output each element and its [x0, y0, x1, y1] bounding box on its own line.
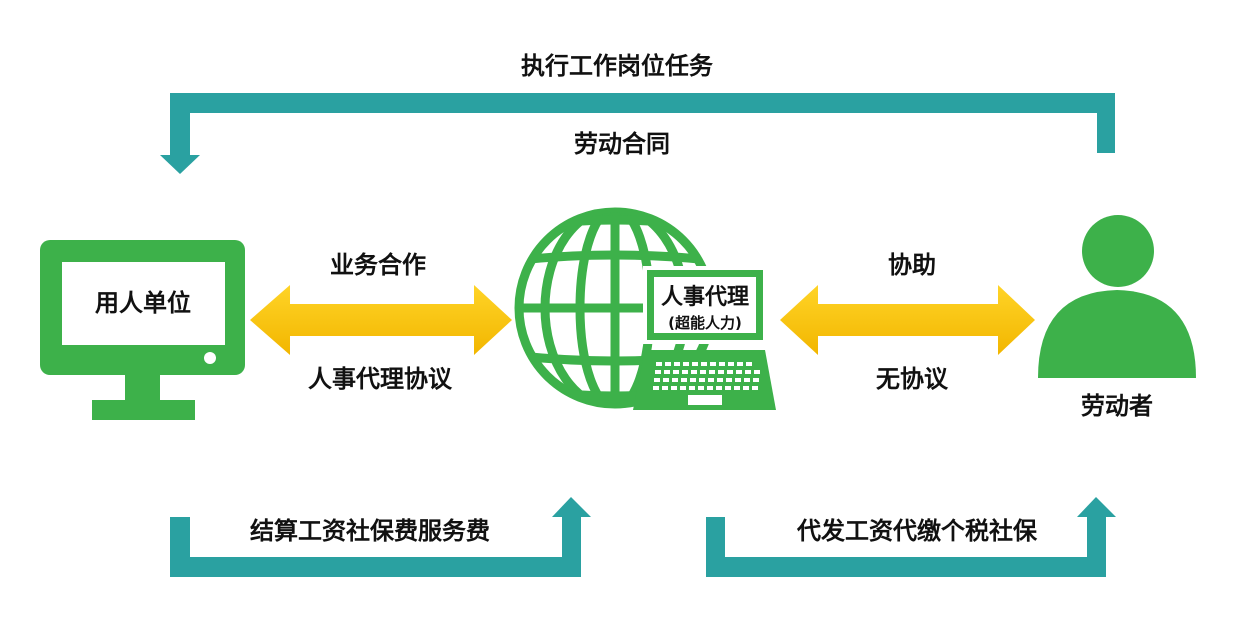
bottom-right-label: 代发工资代缴个税社保	[796, 517, 1038, 545]
worker-person-icon	[1038, 215, 1196, 378]
top-contract-label: 劳动合同	[574, 130, 670, 158]
employer-label: 用人单位	[95, 289, 191, 317]
right-double-arrow	[780, 285, 1035, 355]
right-bottom-label: 无协议	[876, 365, 949, 393]
bottom-left-flow-arrow	[170, 497, 591, 577]
worker-label: 劳动者	[1081, 392, 1153, 420]
agency-subtitle: (超能人力)	[668, 314, 742, 332]
left-double-arrow	[250, 285, 512, 355]
employer-monitor-icon	[40, 240, 245, 420]
right-top-label: 协助	[888, 251, 936, 279]
top-flow-arrow	[160, 93, 1115, 174]
left-bottom-label: 人事代理协议	[308, 365, 453, 393]
agency-title: 人事代理	[661, 284, 749, 310]
laptop-icon	[633, 266, 776, 410]
left-top-label: 业务合作	[330, 251, 426, 279]
bottom-left-label: 结算工资社保费服务费	[250, 517, 490, 545]
top-task-label: 执行工作岗位任务	[521, 52, 714, 80]
bottom-right-flow-arrow	[706, 497, 1116, 577]
